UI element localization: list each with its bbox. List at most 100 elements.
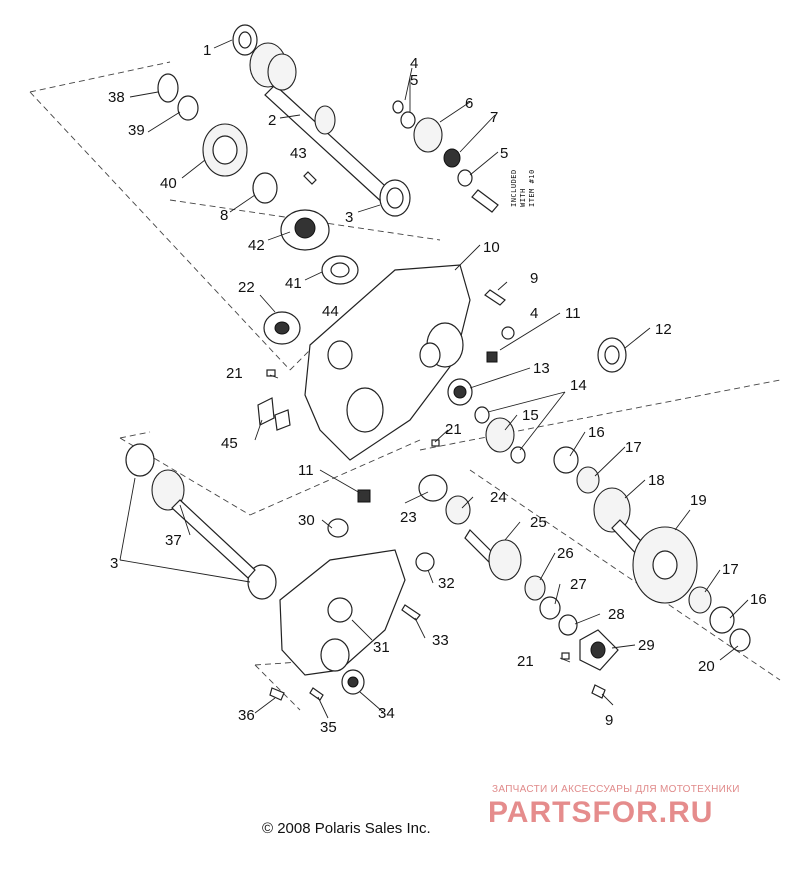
callout-9-upper: 9 <box>530 270 538 287</box>
shaft-37 <box>125 443 256 579</box>
gear-cluster-4-7 <box>392 100 499 213</box>
callout-31: 31 <box>373 639 390 656</box>
seal-13 <box>447 378 473 406</box>
copyright-text: © 2008 Polaris Sales Inc. <box>262 820 431 837</box>
callout-17-upper: 17 <box>625 439 642 456</box>
ring-20 <box>729 628 751 652</box>
bearing-17-lower <box>688 586 712 614</box>
callout-8: 8 <box>220 207 228 224</box>
bearing-26 <box>524 575 546 601</box>
callout-15: 15 <box>522 407 539 424</box>
ring-14-b <box>510 446 526 464</box>
ring-28 <box>558 614 578 636</box>
bolt-33 <box>401 604 421 621</box>
callout-36: 36 <box>238 707 255 724</box>
dowel-21-c <box>561 652 570 660</box>
callout-21-b: 21 <box>445 421 462 438</box>
bolt-43 <box>303 171 317 185</box>
watermark-brand: PARTSFOR.RU <box>488 796 714 829</box>
callout-35: 35 <box>320 719 337 736</box>
bearing-17-upper <box>576 466 600 494</box>
seal-22 <box>263 311 301 345</box>
gear-19 <box>632 526 698 604</box>
callout-2: 2 <box>268 112 276 129</box>
callout-11-upper: 11 <box>565 305 581 322</box>
gear-40 <box>202 123 248 177</box>
bearing-12 <box>597 337 627 373</box>
ring-16-lower <box>709 606 735 634</box>
callout-29: 29 <box>638 637 655 654</box>
callout-7: 7 <box>490 109 498 126</box>
callout-33: 33 <box>432 632 449 649</box>
callout-11-lower: 11 <box>298 462 314 479</box>
bolt-9-upper <box>484 289 506 306</box>
callout-21-c: 21 <box>517 653 534 670</box>
callout-44: 44 <box>322 303 339 320</box>
ring-14-a <box>474 406 490 424</box>
gear-15 <box>485 417 515 453</box>
callout-13: 13 <box>533 360 550 377</box>
nut-11-lower <box>357 489 371 503</box>
bearing-30 <box>327 518 349 538</box>
callout-17-lower: 17 <box>722 561 739 578</box>
flange-29 <box>579 629 619 671</box>
callout-16-upper: 16 <box>588 424 605 441</box>
dowel-21-b <box>431 439 440 447</box>
ring-8 <box>252 172 278 204</box>
callout-5-lower: 5 <box>500 145 508 162</box>
callout-22: 22 <box>238 279 255 296</box>
note-line-1: INCLUDED <box>510 169 518 207</box>
callout-37: 37 <box>165 532 182 549</box>
seal-34 <box>341 669 365 695</box>
washer-4-lower <box>501 326 515 340</box>
callout-6: 6 <box>465 95 473 112</box>
callout-34: 34 <box>378 705 395 722</box>
callout-18: 18 <box>648 472 665 489</box>
callout-39: 39 <box>128 122 145 139</box>
bearing-41 <box>321 255 359 285</box>
bolt-35 <box>309 687 324 701</box>
callout-26: 26 <box>557 545 574 562</box>
callout-5-upper: 5 <box>410 72 418 89</box>
callout-40: 40 <box>160 175 177 192</box>
dowel-21-a <box>266 369 276 377</box>
callout-3-upper: 3 <box>345 209 353 226</box>
callout-21-a: 21 <box>226 365 243 382</box>
ring-27 <box>539 596 561 620</box>
note-line-3: ITEM #10 <box>528 169 536 207</box>
callout-14: 14 <box>570 377 587 394</box>
note-line-2: WITH <box>519 188 527 207</box>
callout-25: 25 <box>530 514 547 531</box>
ring-38 <box>157 73 179 103</box>
ring-16-upper <box>553 446 579 474</box>
watermark-subtitle: ЗАПЧАСТИ И АКСЕССУАРЫ ДЛЯ МОТОТЕХНИКИ <box>492 784 740 795</box>
callout-4-upper: 4 <box>410 55 418 72</box>
gear-24 <box>445 495 471 525</box>
ring-23 <box>418 474 448 502</box>
housing-42 <box>280 209 330 251</box>
callout-1: 1 <box>203 42 211 59</box>
callout-27: 27 <box>570 576 587 593</box>
shaft-25 <box>464 529 522 581</box>
callout-16-lower: 16 <box>750 591 767 608</box>
bolt-36 <box>269 687 285 701</box>
callout-labels: 1 2 3 4 5 6 7 5 8 9 10 11 12 13 14 15 16… <box>108 42 767 736</box>
nut-11-upper <box>486 351 498 363</box>
cover-31 <box>279 549 406 676</box>
callout-20: 20 <box>698 658 715 675</box>
callout-38: 38 <box>108 89 125 106</box>
callout-23: 23 <box>400 509 417 526</box>
bolt-9-lower <box>591 684 606 699</box>
ring-39 <box>177 95 199 121</box>
callout-19: 19 <box>690 492 707 509</box>
callout-28: 28 <box>608 606 625 623</box>
callout-32: 32 <box>438 575 455 592</box>
callout-43: 43 <box>290 145 307 162</box>
callout-10: 10 <box>483 239 500 256</box>
studs-45 <box>257 397 291 431</box>
callout-4-lower: 4 <box>530 305 538 322</box>
plug-32 <box>415 552 435 572</box>
callout-42: 42 <box>248 237 265 254</box>
callout-30: 30 <box>298 512 315 529</box>
